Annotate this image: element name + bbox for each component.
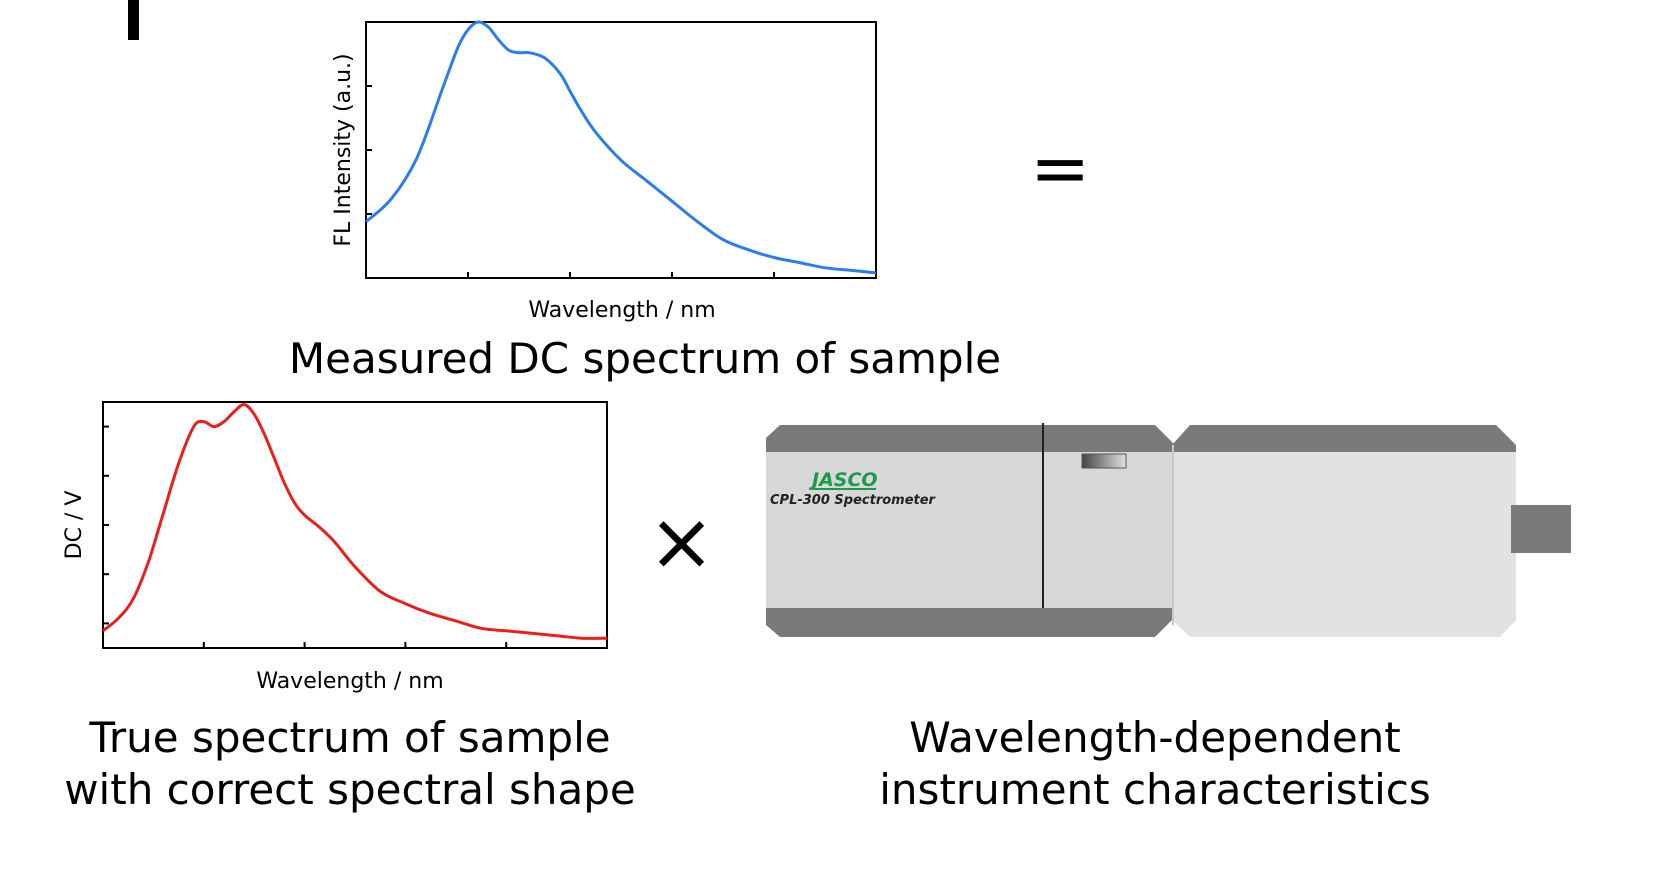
instrument-brand: JASCO [808, 469, 878, 491]
true-caption-line2: with correct spectral shape [64, 765, 636, 814]
instrument-side-port [1511, 505, 1571, 553]
true-caption-line1: True spectrum of sample [89, 713, 611, 762]
true-spectrum-chart: DC / V Wavelength / nm [62, 401, 608, 694]
instrument-illustration: JASCO CPL-300 Spectrometer [766, 423, 1571, 637]
instrument-right-top-band [1172, 425, 1516, 452]
y-axis-label: DC / V [62, 491, 87, 560]
instrument-caption-line2: instrument characteristics [879, 765, 1431, 814]
equals-operator: = [1030, 126, 1091, 210]
measured-spectrum-chart: FL Intensity (a.u.) Wavelength / nm [331, 20, 877, 323]
y-axis-label: FL Intensity (a.u.) [331, 53, 356, 246]
plot-frame [365, 21, 877, 279]
instrument-right-body [1172, 452, 1516, 637]
instrument-left-body [766, 452, 1175, 608]
x-axis-label: Wavelength / nm [528, 298, 715, 323]
instrument-left-top-band [766, 425, 1175, 452]
true-spectrum-caption: True spectrum of sample with correct spe… [30, 712, 670, 816]
instrument-model: CPL-300 Spectrometer [770, 493, 937, 508]
instrument-window [1081, 453, 1127, 469]
instrument-caption-line1: Wavelength-dependent [909, 713, 1401, 762]
series-line [364, 20, 877, 275]
instrument-left-bottom-band [766, 608, 1175, 637]
measured-caption: Measured DC spectrum of sample [288, 334, 1002, 383]
plot-frame [102, 401, 608, 649]
x-axis-label: Wavelength / nm [256, 669, 443, 694]
times-operator: × [648, 495, 716, 588]
instrument-caption: Wavelength-dependent instrument characte… [790, 712, 1520, 816]
clipped-title-fragment [128, 0, 139, 40]
series-line [102, 403, 608, 640]
